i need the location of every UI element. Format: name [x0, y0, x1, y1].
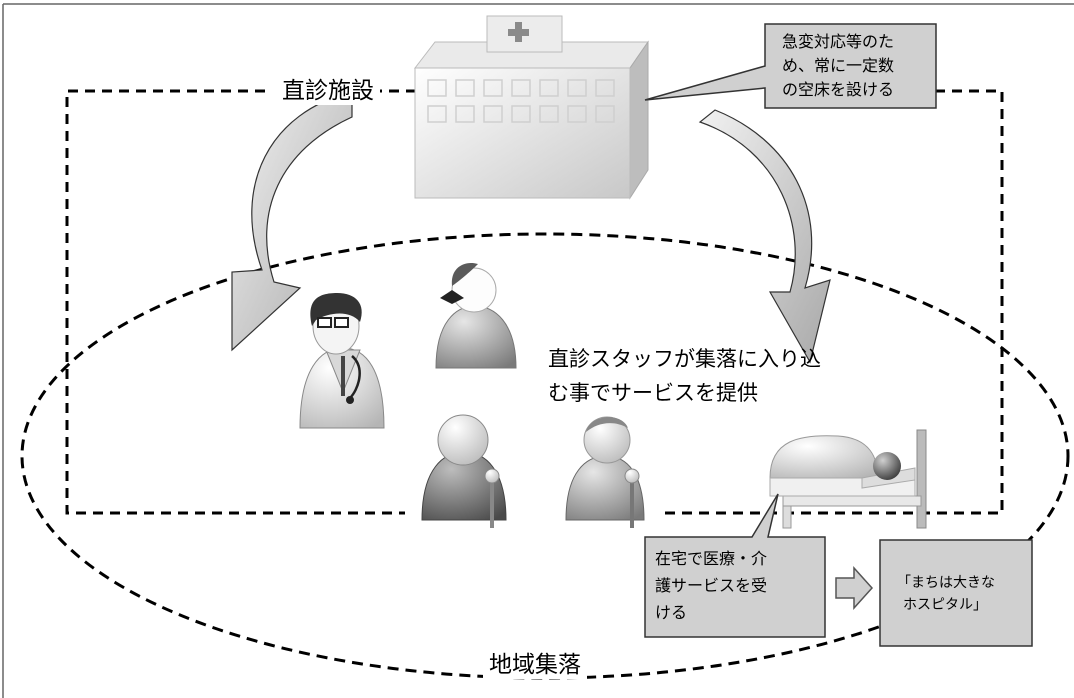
- block-arrow-icon: [835, 566, 874, 610]
- hospital-window: [539, 105, 559, 123]
- callout-town-shape: [879, 539, 1033, 647]
- hospital-window: [483, 105, 503, 123]
- callout-town-line2: ホスピタル」: [903, 597, 987, 613]
- hospital-icon: [413, 15, 649, 200]
- hospital-window: [539, 79, 559, 97]
- hospital-window: [427, 79, 447, 97]
- hospital-window: [455, 105, 475, 123]
- curved-arrow-icon: [231, 91, 353, 352]
- community-boundary: [20, 232, 1070, 680]
- hospital-window: [511, 105, 531, 123]
- patient-in-bed-icon: [769, 429, 927, 529]
- elderly-person-icon: [565, 416, 645, 528]
- hospital-window: [483, 79, 503, 97]
- hospital-window: [595, 79, 615, 97]
- callout-beds-line3: の空床を設ける: [782, 80, 895, 99]
- hospital-window: [455, 79, 475, 97]
- staff-text-line2: む事でサービスを提供: [548, 381, 758, 405]
- callout-town-line1: 「まちは大きな: [897, 575, 995, 591]
- callout-home-line2: 護サービスを受: [655, 576, 768, 595]
- curved-arrow-icon: [698, 109, 831, 364]
- hospital-window: [567, 79, 587, 97]
- callout-beds-shape: [644, 23, 937, 109]
- community-label: 地域集落: [483, 651, 587, 679]
- nurse-icon: [435, 262, 517, 369]
- hospital-window: [567, 105, 587, 123]
- facility-label: 直診施設: [276, 77, 380, 105]
- doctor-icon: [299, 293, 385, 429]
- callout-town-text: 「まちは大きな ホスピタル」: [897, 572, 995, 616]
- elderly-person-icon: [421, 414, 507, 528]
- callout-beds-line2: め、常に一定数: [782, 56, 895, 75]
- hospital-window: [427, 105, 447, 123]
- callout-home-shape: [644, 493, 826, 638]
- hospital-window: [511, 79, 531, 97]
- callout-home-text: 在宅で医療・介 護サービスを受 ける: [655, 545, 767, 626]
- callout-home-line1: 在宅で医療・介: [655, 549, 768, 568]
- hospital-window: [595, 105, 615, 123]
- callout-beds-text: 急変対応等のた め、常に一定数 の空床を設ける: [782, 30, 894, 102]
- image-frame: [2, 3, 1074, 698]
- callout-beds-line1: 急変対応等のた: [782, 32, 895, 51]
- callout-home-line3: ける: [655, 603, 688, 622]
- staff-text-line1: 直診スタッフが集落に入り込: [548, 347, 821, 371]
